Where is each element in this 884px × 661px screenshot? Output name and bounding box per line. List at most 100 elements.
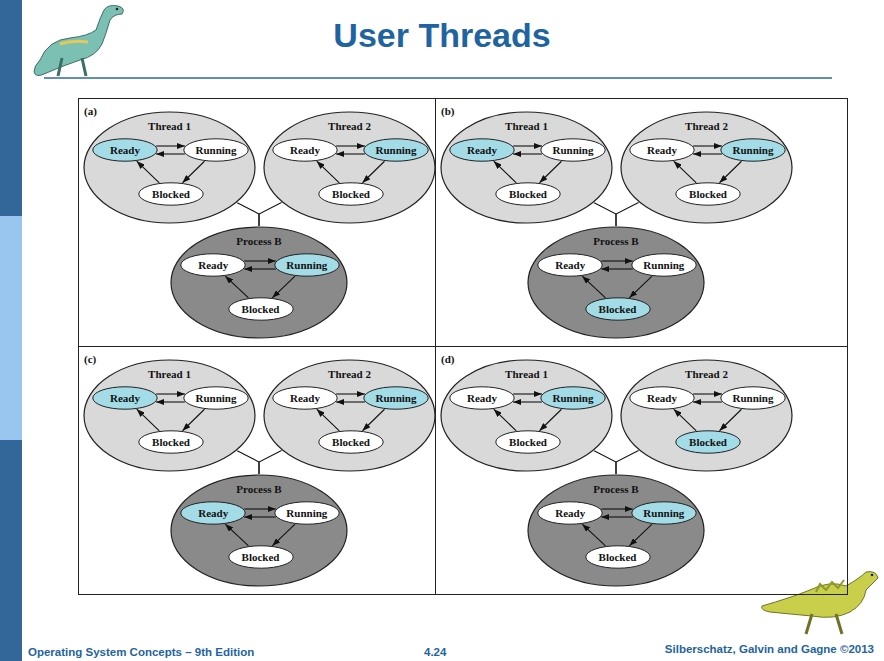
state-label: Blocked [242, 551, 280, 563]
transition-arrow [720, 161, 742, 183]
state-ellipse: Running [363, 138, 429, 162]
transition-arrow [582, 524, 605, 546]
group-heading: Thread 2 [263, 368, 436, 381]
ellipse-shape [585, 298, 649, 320]
state-label: Blocked [152, 188, 190, 200]
transition-arrow [225, 276, 248, 298]
process-ellipse: Process BReadyRunningBlocked [527, 226, 705, 339]
state-label: Blocked [599, 303, 637, 315]
state-ellipse: Ready [537, 253, 603, 277]
sidebar-band [0, 440, 22, 661]
state-label: Running [286, 259, 327, 271]
transition-arrow [336, 153, 365, 154]
ellipse-shape [181, 254, 245, 276]
ellipse-shape [84, 112, 255, 223]
state-ellipse: Running [631, 253, 697, 277]
panel-label: (a) [79, 99, 97, 117]
ellipse-shape [538, 502, 602, 524]
state-ellipse: Blocked [585, 297, 651, 321]
state-ellipse: Ready [180, 501, 246, 525]
transition-arrow [156, 145, 185, 146]
state-ellipse: Ready [629, 138, 695, 162]
transition-arrow [272, 524, 295, 546]
transition-arrow [336, 145, 365, 146]
transition-arrow [317, 161, 340, 183]
ellipse-shape [496, 431, 560, 453]
process-ellipse: Process BReadyRunningBlocked [527, 474, 705, 587]
scenario-panel: (d)Thread 1ReadyRunningBlockedThread 2Re… [435, 346, 848, 595]
transition-arrow [693, 145, 722, 146]
state-label: Ready [467, 144, 497, 156]
state-label: Running [376, 392, 417, 404]
transition-arrow [494, 409, 517, 431]
thread-ellipse: Thread 2ReadyRunningBlocked [620, 111, 793, 224]
state-label: Blocked [599, 551, 637, 563]
ellipse-shape [93, 139, 157, 161]
transition-arrow [363, 409, 385, 431]
ellipse-shape [676, 183, 740, 205]
group-heading: Thread 1 [440, 368, 613, 381]
ellipse-shape [538, 254, 602, 276]
state-label: Blocked [509, 436, 547, 448]
transition-arrow [244, 516, 275, 517]
ellipse-shape [541, 387, 605, 409]
state-label: Ready [647, 392, 677, 404]
state-ellipse: Running [183, 386, 249, 410]
transition-arrow [244, 508, 275, 509]
state-label: Ready [467, 392, 497, 404]
state-label: Running [196, 144, 237, 156]
transition-arrow [513, 393, 542, 394]
transition-arrow [540, 161, 562, 183]
ellipse-shape [319, 431, 383, 453]
link-line [594, 203, 616, 226]
state-ellipse: Running [183, 138, 249, 162]
ellipse-shape [364, 387, 428, 409]
transition-arrow [183, 409, 205, 431]
ellipse-shape [450, 387, 514, 409]
ellipse-shape [541, 139, 605, 161]
ellipse-shape [171, 475, 347, 586]
ellipse-shape [632, 502, 696, 524]
state-ellipse: Running [274, 501, 340, 525]
state-label: Running [376, 144, 417, 156]
transition-arrow [601, 508, 632, 509]
link-line [259, 202, 282, 226]
link-line [237, 203, 259, 226]
footer-text: Operating System Concepts – 9th Edition [28, 646, 254, 658]
transition-arrow [336, 393, 365, 394]
state-ellipse: Blocked [228, 545, 294, 569]
ellipse-shape [275, 254, 339, 276]
state-label: Ready [198, 507, 228, 519]
ellipse-shape [273, 139, 337, 161]
state-ellipse: Ready [537, 501, 603, 525]
panel-label: (b) [436, 99, 454, 117]
state-ellipse: Blocked [495, 430, 561, 454]
transition-arrow [156, 393, 185, 394]
state-label: Running [286, 507, 327, 519]
state-ellipse: Blocked [138, 430, 204, 454]
state-label: Ready [110, 392, 140, 404]
ellipse-shape [139, 431, 203, 453]
ellipse-shape [676, 431, 740, 453]
state-ellipse: Blocked [495, 182, 561, 206]
state-label: Blocked [332, 436, 370, 448]
dinosaur-illustration [762, 572, 878, 634]
thread-ellipse: Thread 2ReadyRunningBlocked [620, 359, 793, 472]
state-label: Blocked [242, 303, 280, 315]
group-heading: Process B [527, 483, 705, 496]
state-ellipse: Running [720, 386, 786, 410]
transition-arrow [494, 161, 517, 183]
ellipse-shape [264, 112, 435, 223]
transition-arrow [513, 153, 542, 154]
link-line [259, 450, 282, 474]
footer-text: Silberschatz, Galvin and Gagne ©2013 [665, 643, 874, 655]
state-ellipse: Ready [92, 138, 158, 162]
link-line [237, 451, 259, 474]
state-label: Ready [198, 259, 228, 271]
state-ellipse: Blocked [318, 430, 384, 454]
group-heading: Thread 2 [620, 120, 793, 133]
slide-title: User Threads [0, 16, 884, 55]
transition-arrow [363, 161, 385, 183]
state-label: Ready [555, 507, 585, 519]
